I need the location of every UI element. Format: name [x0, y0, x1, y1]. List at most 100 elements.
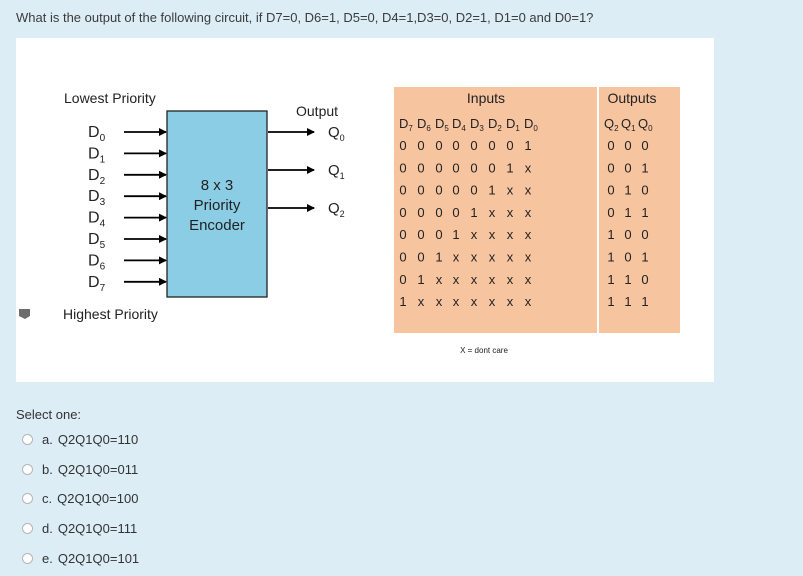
option-text: Q2Q1Q0=111 [57, 521, 138, 537]
table-cell: x [418, 294, 425, 309]
table-output-cell: 1 [624, 183, 631, 198]
input-label-d2-sub: 2 [100, 176, 106, 187]
option-letter: a. [42, 432, 53, 447]
col-header-d6-sub: 6 [426, 124, 431, 133]
table-cell: x [471, 250, 478, 265]
table-cell: x [471, 272, 478, 287]
table-cell: 1 [399, 294, 406, 309]
radio-button[interactable] [22, 434, 33, 445]
table-cell: x [507, 205, 514, 220]
answer-option[interactable]: d.Q2Q1Q0=111 [22, 521, 137, 536]
table-cell: 0 [452, 205, 459, 220]
table-output-cell: 0 [607, 205, 614, 220]
dont-care-note: X = dont care [460, 346, 508, 355]
table-cell: x [507, 294, 514, 309]
table-output-cell: 1 [624, 294, 631, 309]
output-label-q2-letter: Q [328, 200, 340, 217]
col-header-d1-letter: D [506, 116, 515, 131]
output-label-q1-letter: Q [328, 162, 340, 179]
table-output-cell: 0 [624, 250, 631, 265]
col-header-d5-sub: 5 [444, 124, 449, 133]
table-cell: 0 [488, 138, 495, 153]
input-label-d6-letter: D [88, 252, 100, 269]
output-label-q0-sub: 0 [340, 133, 345, 143]
output-label: Output [296, 103, 338, 119]
input-label-d0-sub: 0 [100, 133, 106, 144]
radio-button[interactable] [22, 493, 33, 505]
input-label-d3-sub: 3 [100, 197, 106, 208]
table-output-cell: 0 [607, 138, 614, 153]
inputs-header: Inputs [467, 90, 505, 106]
table-cell: x [471, 294, 478, 309]
answer-option[interactable]: a.Q2Q1Q0=110 [22, 432, 138, 447]
col-header-d2-sub: 2 [497, 124, 502, 133]
col-header-q1-letter: Q [621, 116, 631, 131]
table-cell: 0 [435, 205, 442, 220]
col-header-q0-letter: Q [638, 116, 648, 131]
table-output-cell: 1 [624, 205, 631, 220]
table-cell: x [507, 183, 514, 198]
col-header-q1: Q1 [621, 116, 636, 133]
table-output-cell: 1 [607, 250, 614, 265]
table-cell: 0 [417, 138, 424, 153]
col-header-d2-letter: D [488, 116, 497, 131]
col-header-d6: D6 [417, 116, 431, 133]
table-cell: x [453, 250, 460, 265]
answer-option[interactable]: c.Q2Q1Q0=100 [22, 491, 138, 506]
col-header-d2: D2 [488, 116, 502, 133]
col-header-d0: D0 [524, 116, 538, 133]
table-output-cell: 1 [607, 227, 614, 242]
answer-option[interactable]: b.Q2Q1Q0=011 [22, 462, 138, 477]
table-output-cell: 0 [624, 160, 631, 175]
table-cell: x [525, 250, 532, 265]
col-header-d7-letter: D [399, 116, 408, 131]
col-header-d0-letter: D [524, 116, 533, 131]
table-cell: 1 [470, 205, 477, 220]
table-cell: 0 [506, 138, 513, 153]
input-label-d4-sub: 4 [100, 219, 106, 230]
table-cell: x [471, 227, 478, 242]
table-cell: 0 [399, 138, 406, 153]
table-cell: 0 [399, 160, 406, 175]
table-cell: 0 [435, 227, 442, 242]
answer-option[interactable]: e.Q2Q1Q0=101 [22, 551, 139, 566]
table-cell: 0 [435, 183, 442, 198]
output-label-q1: Q1 [328, 162, 345, 181]
table-output-cell: 0 [641, 272, 648, 287]
input-label-d2-letter: D [88, 167, 100, 184]
output-label-q0-letter: Q [328, 124, 340, 141]
outputs-header: Outputs [607, 90, 656, 106]
col-header-d5-letter: D [435, 116, 444, 131]
table-cell: x [507, 272, 514, 287]
table-cell: 1 [417, 272, 424, 287]
table-cell: x [489, 250, 496, 265]
input-label-d3-letter: D [88, 188, 100, 205]
table-output-cell: 0 [607, 183, 614, 198]
input-label-d1-sub: 1 [100, 154, 106, 165]
col-header-d7-sub: 7 [408, 124, 413, 133]
encoder-line-3: Encoder [189, 217, 245, 234]
input-label-d0: D0 [88, 124, 106, 144]
table-cell: x [507, 250, 514, 265]
col-header-d1: D1 [506, 116, 520, 133]
select-one-label: Select one: [16, 407, 82, 422]
truth-table-background [394, 87, 680, 333]
table-cell: 1 [488, 183, 495, 198]
table-cell: 1 [435, 250, 442, 265]
table-cell: x [489, 205, 496, 220]
radio-button[interactable] [22, 552, 33, 564]
radio-button[interactable] [22, 523, 33, 535]
flag-icon[interactable] [18, 307, 32, 321]
table-output-cell: 1 [624, 272, 631, 287]
table-cell: x [489, 272, 496, 287]
input-label-d5-sub: 5 [100, 240, 106, 251]
table-cell: x [489, 227, 496, 242]
table-cell: 0 [470, 138, 477, 153]
output-label-q1-sub: 1 [340, 171, 345, 181]
table-cell: x [525, 160, 532, 175]
option-text: Q2Q1Q0=101 [57, 550, 140, 566]
circuit-diagram: Lowest Priority Highest Priority D0D1D2D… [63, 87, 680, 355]
radio-button[interactable] [22, 463, 33, 475]
